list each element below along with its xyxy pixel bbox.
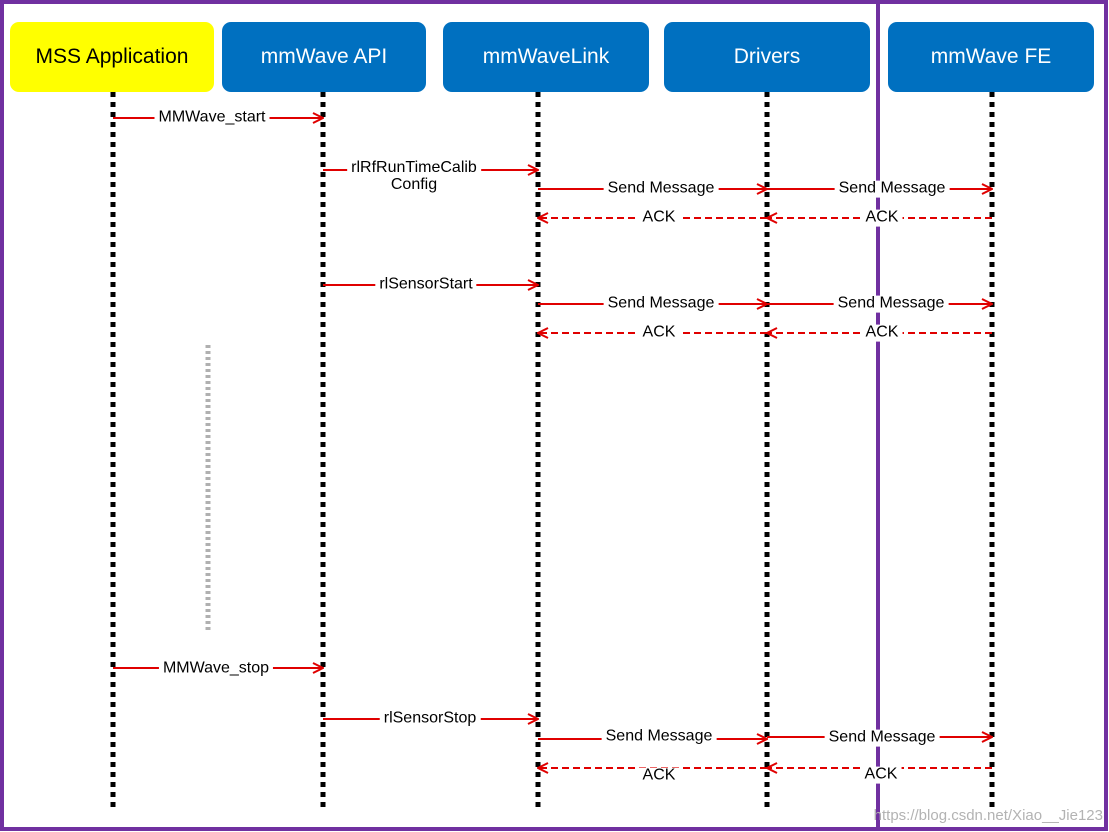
actor-drivers: Drivers bbox=[664, 22, 870, 92]
message-send-3a: Send Message bbox=[601, 728, 717, 746]
message-line: Config bbox=[390, 176, 438, 193]
actor-mss-application: MSS Application bbox=[10, 22, 214, 92]
message-mmwave-start: MMWave_start bbox=[154, 109, 270, 127]
message-ack-2b: ACK bbox=[861, 324, 903, 342]
message-ack-1a: ACK bbox=[638, 209, 680, 227]
message-mmwave-stop: MMWave_stop bbox=[158, 660, 274, 678]
message-ack-3a: ACK bbox=[638, 767, 680, 785]
message-send-1a: Send Message bbox=[603, 180, 719, 198]
actor-mmwave-fe: mmWave FE bbox=[888, 22, 1094, 92]
message-ack-2a: ACK bbox=[638, 324, 680, 342]
message-line: rlRfRunTimeCalib bbox=[351, 159, 477, 177]
message-ack-1b: ACK bbox=[861, 209, 903, 227]
message-send-3b: Send Message bbox=[824, 729, 940, 747]
message-send-2b: Send Message bbox=[833, 295, 949, 313]
message-ack-3b: ACK bbox=[860, 766, 902, 784]
message-send-2a: Send Message bbox=[603, 295, 719, 313]
message-rlsensorstart: rlSensorStart bbox=[375, 276, 477, 294]
message-send-1b: Send Message bbox=[834, 180, 950, 198]
message-rlrfruntimecalibconfig: rlRfRunTimeCalib Config bbox=[347, 159, 481, 194]
actor-mmwave-api: mmWave API bbox=[222, 22, 426, 92]
watermark: https://blog.csdn.net/Xiao__Jie123 bbox=[873, 807, 1103, 824]
actor-mmwavelink: mmWaveLink bbox=[443, 22, 649, 92]
message-rlsensorstop: rlSensorStop bbox=[379, 710, 481, 728]
